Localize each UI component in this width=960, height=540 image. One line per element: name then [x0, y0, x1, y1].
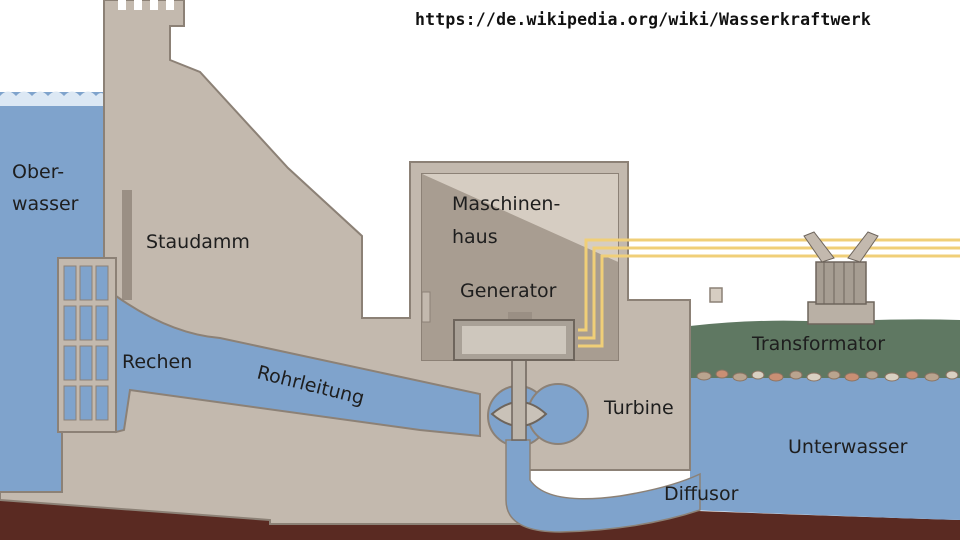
- trash-rack: [57, 257, 117, 433]
- label-maschinenhaus-1: Maschinen-: [452, 193, 560, 215]
- source-url[interactable]: https://de.wikipedia.org/wiki/Wasserkraf…: [415, 10, 872, 29]
- dam-crest: [118, 0, 174, 10]
- transformer: [803, 231, 879, 325]
- label-oberwasser-1: Ober-: [12, 161, 64, 183]
- label-rechen: Rechen: [122, 351, 192, 373]
- turbine-shaft: [511, 355, 527, 441]
- label-staudamm: Staudamm: [146, 231, 250, 253]
- penstock: [115, 294, 481, 438]
- label-maschinenhaus-2: haus: [452, 226, 498, 248]
- label-oberwasser-2: wasser: [12, 193, 79, 215]
- label-generator: Generator: [460, 280, 557, 302]
- power-lines: [578, 238, 960, 348]
- label-turbine: Turbine: [603, 397, 674, 419]
- label-transformator: Transformator: [751, 333, 885, 355]
- diffuser: [505, 439, 701, 533]
- access-door: [709, 287, 723, 303]
- gravel: [696, 369, 959, 382]
- upper-water-waves: [0, 91, 106, 106]
- generator: [453, 312, 575, 361]
- label-unterwasser: Unterwasser: [788, 436, 908, 458]
- label-diffusor: Diffusor: [664, 483, 739, 505]
- grass-bank: [690, 319, 960, 378]
- lower-water: [690, 378, 960, 520]
- gate-slot: [122, 190, 132, 300]
